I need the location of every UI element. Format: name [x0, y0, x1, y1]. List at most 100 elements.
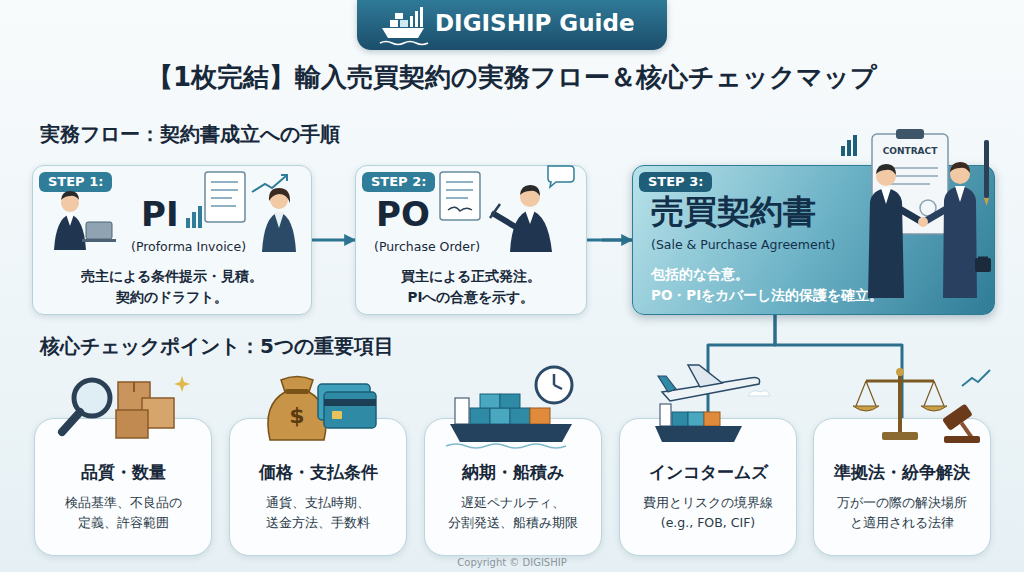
check-box: 品質・数量検品基準、不良品の 定義、許容範囲	[34, 418, 212, 556]
buyer-agent-figure	[262, 212, 296, 252]
flow-arrow	[587, 239, 632, 242]
legal-icon	[924, 381, 934, 406]
seller-figure	[86, 222, 112, 239]
ship-logo	[410, 16, 413, 27]
purchaser-figure	[494, 214, 514, 226]
check-title: 品質・数量	[35, 463, 211, 483]
handshake-figures	[950, 162, 970, 173]
shipping-icon	[490, 408, 510, 424]
handshake-figures	[876, 164, 896, 175]
step-box-highlight: STEP 3:売買契約書(Sale & Purchase Agreement)包…	[632, 165, 995, 315]
handshake-figures	[868, 188, 904, 298]
shipping-icon	[510, 408, 530, 424]
order-document	[448, 207, 472, 211]
trade-terms-icon	[655, 426, 742, 442]
check-title: 納期・船積み	[425, 463, 601, 483]
handshake-figures	[881, 188, 891, 204]
step-title: 売買契約書	[651, 192, 816, 232]
check-box: 準拠法・紛争解決万が一の際の解決場所 と適用される法律	[813, 418, 991, 556]
step-box: STEP 1:PI(Proforma Invoice)売主による条件提示・見積。…	[32, 165, 312, 315]
ship-logo	[400, 20, 408, 27]
seller-figure	[61, 194, 79, 212]
contract-clipboard	[984, 140, 989, 198]
invoice-document	[252, 176, 286, 192]
shipping-icon	[455, 398, 469, 424]
shipping-icon	[553, 374, 556, 385]
shipping-icon	[470, 408, 490, 424]
shipping-icon	[530, 408, 550, 424]
trade-terms-icon	[662, 378, 760, 401]
purchaser-figure	[520, 185, 540, 196]
check-title: 準拠法・紛争解決	[814, 463, 990, 483]
check-description: 万が一の際の解決場所 と適用される法律	[827, 493, 977, 533]
handshake-figures	[898, 208, 922, 222]
handshake-figures	[950, 164, 970, 184]
invoice-document	[186, 218, 190, 228]
handshake-figures	[955, 186, 965, 202]
contract-clipboard	[984, 198, 989, 206]
step-tag: STEP 3:	[639, 172, 712, 192]
inspection-icon	[62, 376, 190, 438]
order-document	[440, 172, 480, 220]
contract-clipboard	[841, 146, 845, 156]
flow-arrow	[312, 239, 355, 242]
inspection-icon	[174, 376, 190, 392]
inspection-icon	[62, 412, 80, 432]
payment-icon	[268, 377, 326, 441]
payment-icon	[324, 399, 376, 406]
check-box: インコタームズ費用とリスクの境界線 (e.g., FOB, CIF)	[619, 418, 797, 556]
branch-connector	[708, 315, 775, 418]
trade-terms-icon	[688, 412, 704, 426]
invoice-document	[211, 197, 232, 199]
step-title: PO	[376, 194, 430, 235]
trade-terms-icon	[658, 376, 676, 392]
shipping-icon	[500, 394, 520, 408]
seller-figure	[54, 214, 86, 250]
legal-icon	[921, 406, 947, 411]
buyer-agent-figure	[274, 212, 284, 228]
payment-icon	[332, 411, 342, 419]
step-subtitle: (Purchase Order)	[374, 239, 480, 254]
check-description: 遅延ペナルティ、 分割発送、船積み期限	[438, 493, 588, 533]
legal-icon	[944, 436, 980, 443]
contract-clipboard	[872, 134, 948, 234]
check-box: 納期・船積み遅延ペナルティ、 分割発送、船積み期限	[424, 418, 602, 556]
invoice-document	[198, 206, 202, 228]
brand-badge: DIGISHIP Guide	[357, 0, 667, 50]
contract-clipboard	[896, 129, 924, 139]
handshake-figures	[924, 208, 948, 222]
order-document	[440, 172, 480, 220]
contract-clipboard	[882, 167, 938, 169]
step-subtitle: (Proforma Invoice)	[131, 239, 246, 254]
check-description: 検品基準、不良品の 定義、許容範囲	[48, 493, 198, 533]
order-document	[446, 197, 468, 199]
inspection-icon	[118, 382, 150, 412]
step-description: 包括的な合意。 PO・PIをカバーし法的保護を確立。	[651, 264, 901, 306]
check-description: 通貨、支払時期、 送金方法、手数料	[243, 493, 393, 533]
step-description: 売主による条件提示・見積。 契約のドラフト。	[45, 266, 299, 308]
trade-terms-icon	[688, 365, 722, 387]
buyer-agent-figure	[269, 188, 290, 203]
check-box: 価格・支払条件通貨、支払時期、 送金方法、手数料	[229, 418, 407, 556]
invoice-document	[192, 212, 196, 228]
payment-icon	[285, 389, 309, 394]
invoice-document	[205, 172, 245, 222]
ship-logo	[390, 20, 398, 27]
main-title: 【1枚完結】輸入売買契約の実務フロー＆核心チェックマップ	[0, 60, 1024, 95]
trade-terms-icon	[748, 391, 770, 396]
check-title: インコタームズ	[620, 463, 796, 483]
order-document	[446, 181, 473, 183]
handshake-figures	[918, 217, 928, 227]
ship-logo	[380, 7, 428, 45]
legal-icon	[866, 380, 934, 383]
seller-figure	[54, 191, 116, 250]
ship-logo	[415, 11, 418, 27]
legal-icon	[942, 403, 986, 449]
handshake-figures	[978, 257, 988, 260]
legal-icon	[960, 422, 976, 442]
order-document	[446, 189, 473, 191]
ship-logo	[380, 42, 428, 45]
shipping-icon	[536, 367, 572, 403]
